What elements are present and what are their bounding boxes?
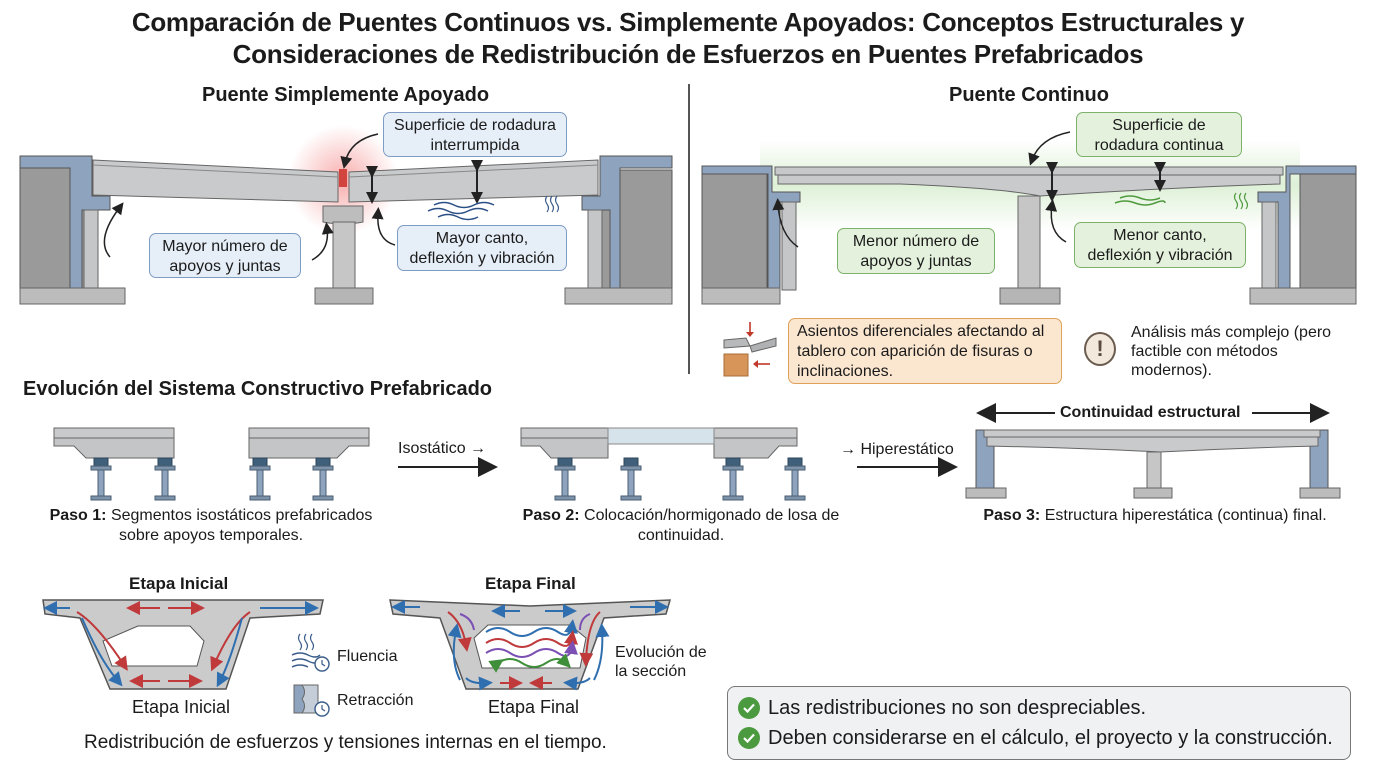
step1-segment-right	[248, 427, 370, 459]
exclamation-icon: !	[1084, 332, 1116, 366]
joint-gap-icon	[339, 169, 347, 187]
title-line-2: Consideraciones de Redistribución de Esf…	[232, 39, 1144, 69]
summary-text: Deben considerarse en el cálculo, el pro…	[768, 727, 1333, 749]
temp-support	[784, 457, 806, 501]
temp-support	[722, 457, 744, 501]
central-pier	[314, 205, 374, 305]
right-abutment	[564, 155, 673, 305]
step1-text: Segmentos isostáticos prefabricados sobr…	[110, 507, 373, 544]
step1-label: Paso 1:	[49, 507, 107, 524]
summary-item: Las redistribuciones no son despreciable…	[738, 693, 1340, 723]
final-stage-heading: Etapa Final	[485, 574, 576, 593]
initial-stage-caption: Etapa Inicial	[132, 697, 231, 717]
step1-segment-left	[53, 427, 175, 459]
left-abutment	[19, 155, 126, 305]
left-span-girder	[92, 159, 339, 203]
cont-left-abutment	[701, 165, 801, 305]
check-icon	[738, 697, 760, 719]
cont-vibration-wave-icon	[1114, 195, 1166, 206]
callout-continuous-surface: Superficie de rodadura continua	[1076, 112, 1242, 157]
vibration-wave-icon	[427, 201, 495, 221]
simple-bridge-drawing	[19, 125, 673, 305]
evolution-heading: Evolución del Sistema Constructivo Prefa…	[23, 378, 493, 400]
isostatic-label: Isostático →	[398, 440, 487, 457]
step3-text: Estructura hiperestática (continua) fina…	[1044, 507, 1327, 524]
creep-icon	[291, 633, 330, 672]
continuity-slab	[607, 427, 715, 445]
step3-continuous-bridge	[965, 429, 1341, 499]
cont-right-abutment	[1249, 165, 1357, 305]
callout-differential-settlement: Asientos diferenciales afectando al tabl…	[788, 318, 1062, 384]
redistribution-footer: Redistribución de esfuerzos y tensiones …	[84, 732, 607, 753]
step2-label: Paso 2:	[522, 507, 580, 524]
box-section-drawing	[42, 599, 672, 717]
callout-greater-depth: Mayor canto, deflexión y vibración	[397, 225, 567, 271]
initial-stage-heading: Etapa Inicial	[129, 574, 229, 593]
summary-item: Deben considerarse en el cálculo, el pro…	[738, 723, 1340, 753]
creep-label: Fluencia	[337, 648, 398, 665]
callout-fewer-supports: Menor número de apoyos y juntas	[837, 228, 995, 274]
check-icon	[738, 727, 760, 749]
step2-caption: Paso 2: Colocación/hormigonado de losa d…	[515, 506, 847, 546]
shrinkage-icon	[293, 684, 330, 717]
step3-label: Paso 3:	[983, 507, 1041, 524]
simple-bridge-heading: Puente Simplemente Apoyado	[202, 84, 490, 106]
settlement-icon	[723, 322, 777, 377]
page-title: Comparación de Puentes Continuos vs. Sim…	[0, 6, 1376, 70]
step1-caption: Paso 1: Segmentos isostáticos prefabrica…	[30, 506, 392, 546]
continuous-bridge-heading: Puente Continuo	[949, 84, 1109, 106]
hyperstatic-label: → Hiperestático	[840, 441, 954, 458]
callout-interrupted-surface: Superficie de rodadura interrumpida	[383, 112, 567, 157]
section-divider	[688, 84, 690, 374]
callout-smaller-depth: Menor canto, deflexión y vibración	[1074, 222, 1246, 268]
step2-text: Colocación/hormigonado de losa de contin…	[584, 507, 840, 544]
heat-wave-icon	[544, 195, 560, 213]
evolution-drawing	[53, 403, 1341, 501]
complex-analysis-note: Análisis más complejo (pero factible con…	[1131, 324, 1332, 379]
step2-segments	[520, 427, 798, 459]
step3-caption: Paso 3: Estructura hiperestática (contin…	[960, 506, 1350, 526]
final-box-section	[389, 599, 672, 691]
section-evolution-label: Evolución de la sección	[615, 644, 707, 680]
continuity-label: Continuidad estructural	[1060, 404, 1241, 421]
summary-text: Las redistribuciones no son despreciable…	[768, 697, 1146, 719]
summary-box: Las redistribuciones no son despreciable…	[727, 686, 1351, 760]
cont-heat-wave-icon	[1233, 192, 1249, 210]
title-line-1: Comparación de Puentes Continuos vs. Sim…	[131, 7, 1245, 37]
shrinkage-label: Retracción	[337, 692, 414, 709]
callout-more-supports: Mayor número de apoyos y juntas	[149, 233, 301, 278]
initial-box-section	[42, 599, 324, 690]
final-stage-caption: Etapa Final	[488, 697, 580, 717]
